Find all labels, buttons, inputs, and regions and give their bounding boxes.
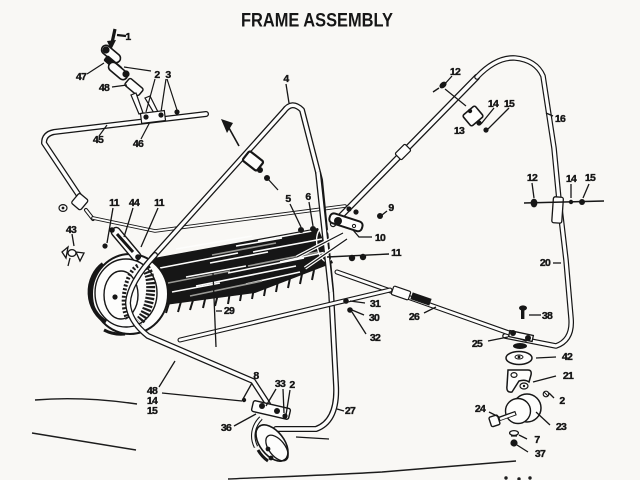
svg-text:12: 12 xyxy=(527,172,538,184)
svg-text:33: 33 xyxy=(275,378,286,390)
svg-text:2: 2 xyxy=(289,379,295,391)
svg-text:45: 45 xyxy=(93,134,104,146)
svg-text:14: 14 xyxy=(566,173,577,185)
svg-text:15: 15 xyxy=(504,98,515,110)
svg-text:21: 21 xyxy=(563,370,574,382)
svg-text:2: 2 xyxy=(559,395,565,407)
svg-text:3: 3 xyxy=(165,69,171,81)
svg-text:25: 25 xyxy=(472,338,483,350)
svg-text:11: 11 xyxy=(154,197,165,209)
svg-text:9: 9 xyxy=(388,202,394,214)
svg-text:11: 11 xyxy=(391,247,402,259)
svg-text:FRAME ASSEMBLY: FRAME ASSEMBLY xyxy=(241,11,393,32)
svg-text:16: 16 xyxy=(555,113,566,125)
svg-text:15: 15 xyxy=(147,405,158,417)
svg-text:43: 43 xyxy=(66,224,77,236)
svg-text:15: 15 xyxy=(585,172,596,184)
svg-text:14: 14 xyxy=(147,395,158,407)
svg-text:29: 29 xyxy=(224,305,235,317)
svg-text:13: 13 xyxy=(454,125,465,137)
svg-text:7: 7 xyxy=(534,434,540,446)
svg-text:38: 38 xyxy=(542,310,553,322)
svg-text:20: 20 xyxy=(540,257,551,269)
svg-text:10: 10 xyxy=(375,232,386,244)
svg-text:48: 48 xyxy=(99,82,110,94)
svg-text:27: 27 xyxy=(345,405,356,417)
svg-text:6: 6 xyxy=(305,191,311,203)
svg-text:37: 37 xyxy=(535,448,546,460)
svg-text:11: 11 xyxy=(109,197,120,209)
svg-text:46: 46 xyxy=(133,138,144,150)
svg-text:36: 36 xyxy=(221,422,232,434)
svg-text:47: 47 xyxy=(76,71,87,83)
svg-text:14: 14 xyxy=(488,98,499,110)
svg-text:32: 32 xyxy=(370,332,381,344)
svg-text:31: 31 xyxy=(370,298,381,310)
svg-text:42: 42 xyxy=(562,351,573,363)
svg-text:23: 23 xyxy=(556,421,567,433)
svg-text:12: 12 xyxy=(450,66,461,78)
svg-text:26: 26 xyxy=(409,311,420,323)
svg-text:4: 4 xyxy=(283,73,289,85)
svg-text:5: 5 xyxy=(285,193,291,205)
svg-text:1: 1 xyxy=(125,31,131,43)
svg-text:30: 30 xyxy=(369,312,380,324)
svg-text:48: 48 xyxy=(147,385,158,397)
svg-text:24: 24 xyxy=(475,403,486,415)
svg-text:44: 44 xyxy=(129,197,140,209)
svg-text:8: 8 xyxy=(253,370,259,382)
svg-text:2: 2 xyxy=(154,69,160,81)
